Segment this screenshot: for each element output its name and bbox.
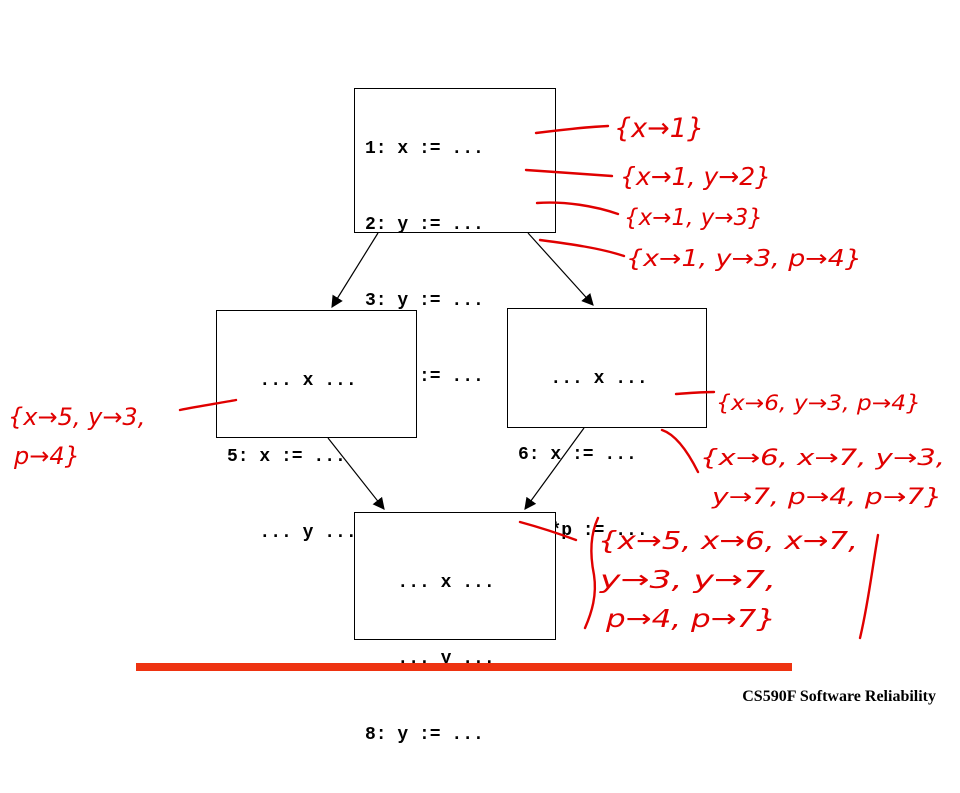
pointer-stroke bbox=[524, 168, 614, 178]
annotation-block3-line6: {x→6, y→3, p→4} bbox=[716, 391, 921, 415]
code-line: 1: x := ... bbox=[365, 139, 484, 159]
code-line: 2: y := ... bbox=[365, 215, 484, 235]
annotation-block2-out: p→4} bbox=[13, 442, 80, 470]
annotation-block3-out: y→7, p→4, p→7} bbox=[711, 485, 942, 510]
accent-bar bbox=[136, 663, 792, 671]
code-block-1: 1: x := ... 2: y := ... 3: y := ... 4: p… bbox=[354, 88, 556, 387]
code-block-3: ... x ... 6: x := ... 7: *p := ... bbox=[507, 308, 707, 541]
code-line: ... x ... bbox=[518, 369, 648, 389]
annotation-line3: {x→1, y→3} bbox=[624, 205, 763, 231]
brace-stroke bbox=[583, 516, 600, 630]
pointer-stroke bbox=[178, 398, 238, 412]
pointer-stroke bbox=[535, 201, 620, 216]
code-line: ... x ... bbox=[365, 573, 495, 593]
code-line: ... x ... bbox=[227, 371, 357, 391]
annotation-block2-out: {x→5, y→3, bbox=[8, 403, 145, 431]
code-line: 5: x := ... bbox=[227, 447, 346, 467]
pointer-stroke bbox=[518, 520, 578, 542]
cfg-edge-3-4 bbox=[524, 427, 585, 510]
annotation-block4-in: p→4, p→7} bbox=[605, 604, 776, 633]
brace-stroke bbox=[858, 533, 880, 640]
pointer-stroke bbox=[674, 390, 716, 396]
diagram-layer: {x→1} {x→1, y→2} {x→1, y→3} {x→1, y→3, p… bbox=[8, 113, 945, 640]
annotation-line1: {x→1} bbox=[614, 113, 704, 144]
code-line: 3: y := ... bbox=[365, 291, 484, 311]
footer-course-title: CS590F Software Reliability bbox=[742, 688, 936, 705]
annotation-block4-in: {x→5, x→6, x→7, bbox=[598, 526, 858, 555]
code-line: ... y ... bbox=[227, 523, 357, 543]
code-block-2: ... x ... 5: x := ... ... y ... bbox=[216, 310, 417, 543]
annotation-block4-in: y→3, y→7, bbox=[599, 565, 776, 594]
annotation-block3-out: {x→6, x→7, y→3, bbox=[700, 446, 945, 471]
cfg-edge-2-4 bbox=[327, 437, 385, 510]
pointer-stroke bbox=[538, 238, 626, 258]
cfg-edge-1-2 bbox=[331, 232, 379, 309]
code-lines: ... x ... 5: x := ... ... y ... bbox=[227, 323, 357, 591]
cfg-edge-1-3 bbox=[527, 232, 594, 306]
code-line: 8: y := ... bbox=[365, 725, 484, 745]
pointer-stroke bbox=[660, 428, 700, 474]
annotation-line4: {x→1, y→3, p→4} bbox=[626, 246, 862, 272]
pointer-stroke bbox=[534, 124, 610, 135]
annotation-line2: {x→1, y→2} bbox=[620, 162, 771, 191]
code-line: 6: x := ... bbox=[518, 445, 637, 465]
